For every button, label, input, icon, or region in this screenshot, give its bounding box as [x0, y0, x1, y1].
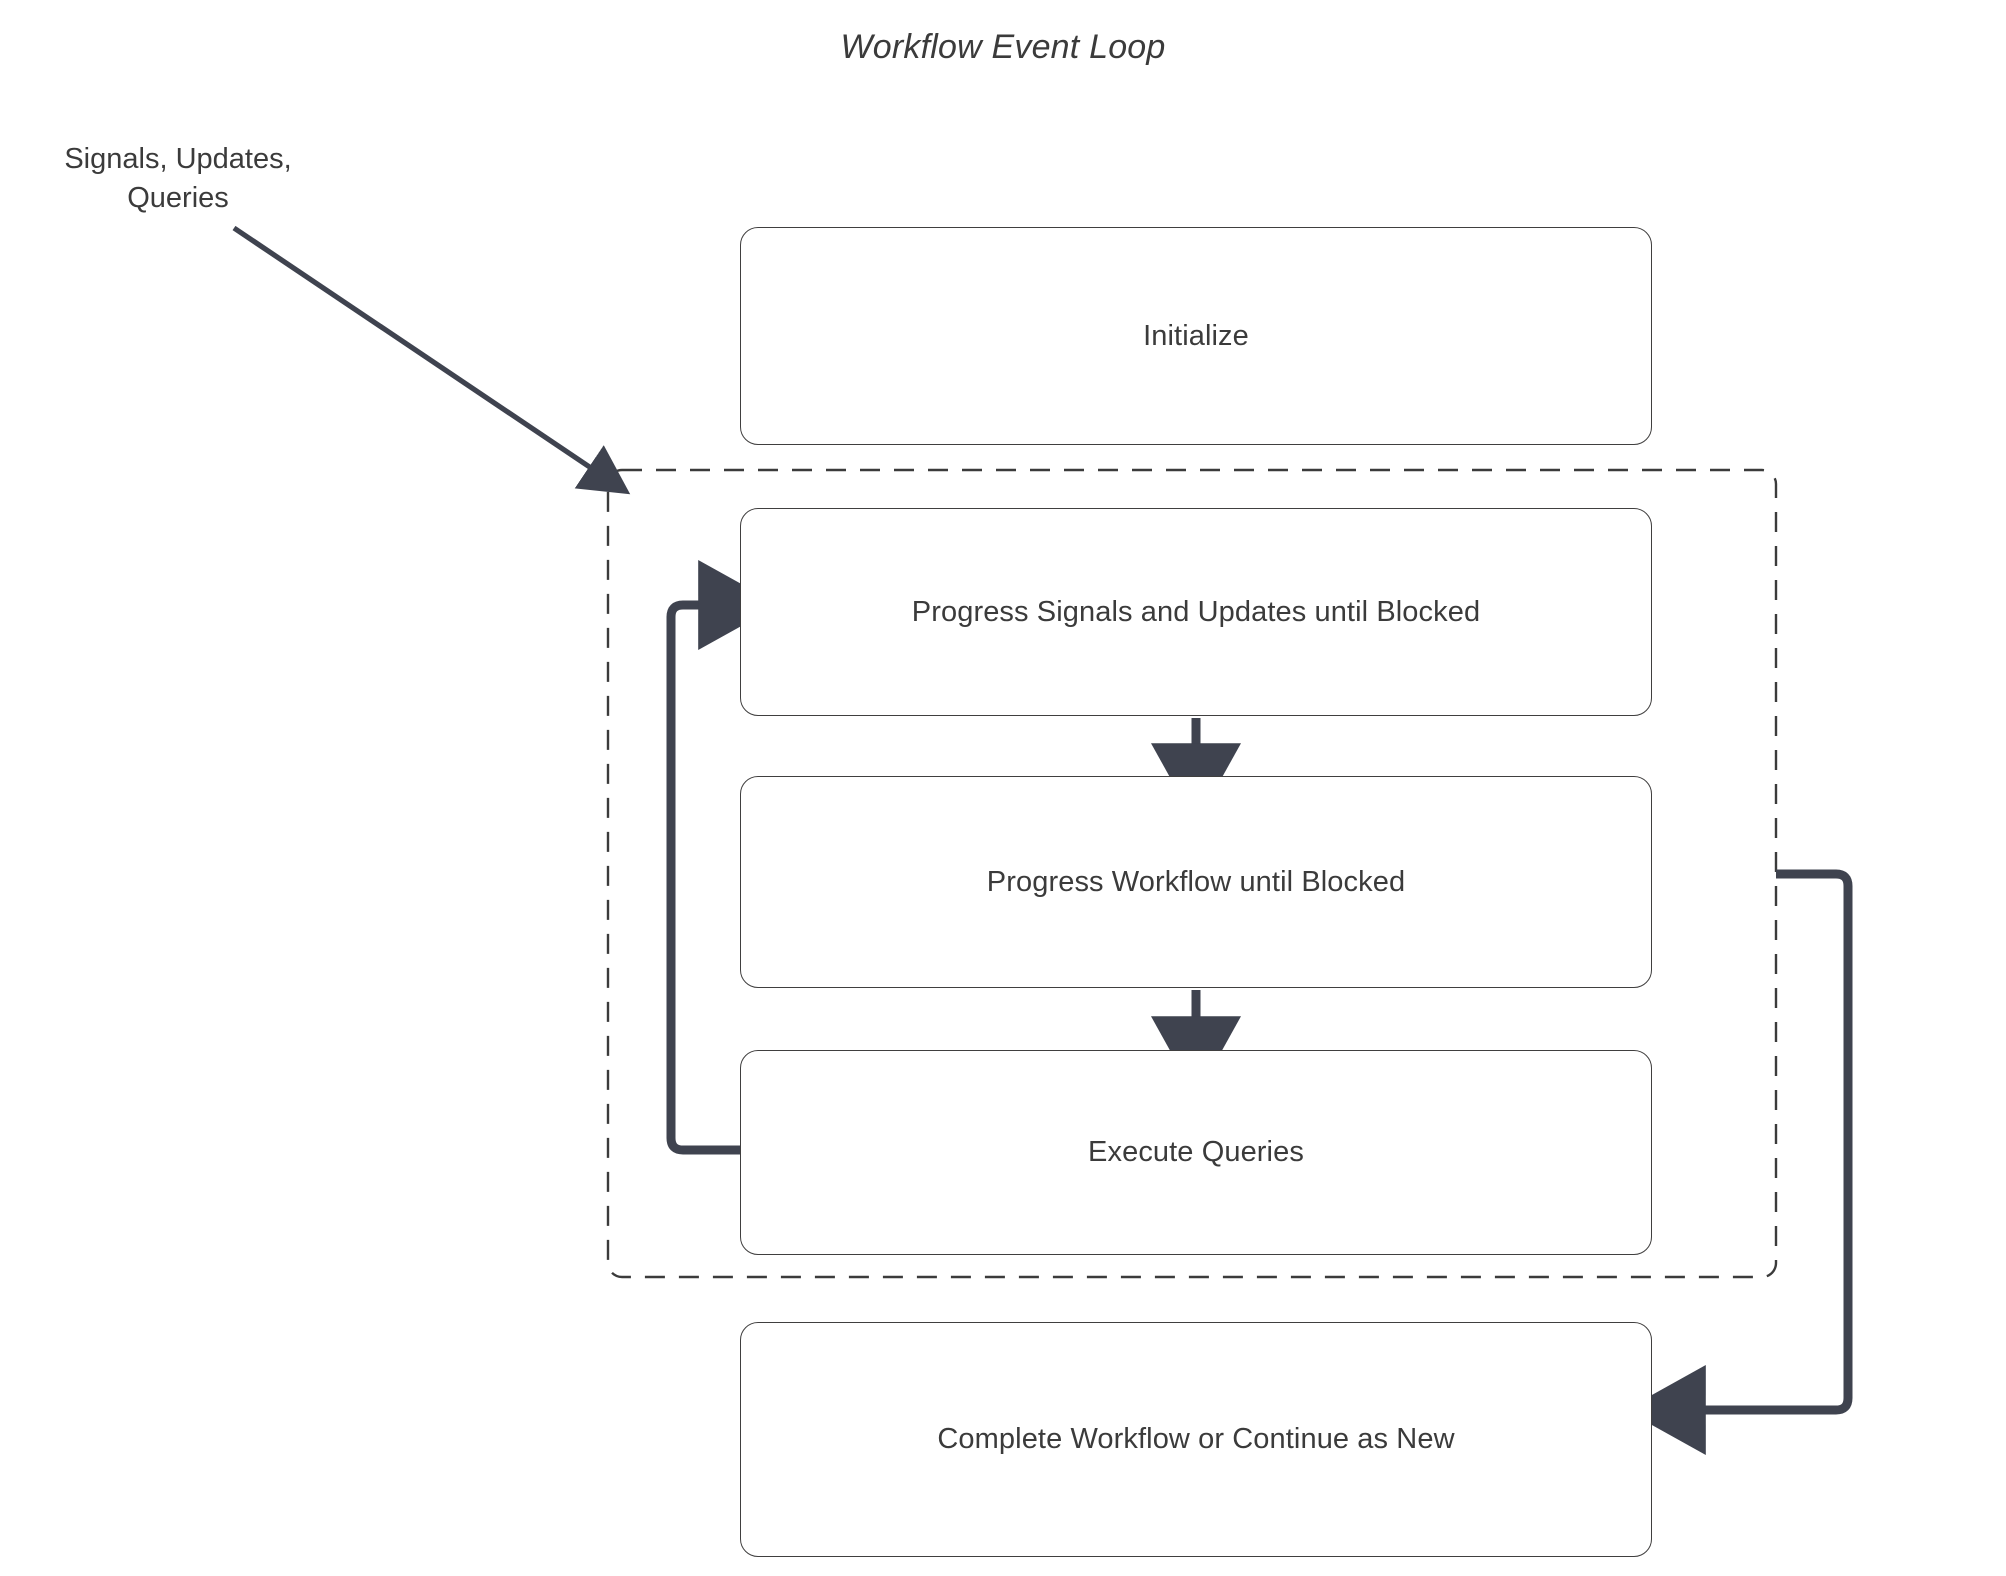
edge-loop-to-complete-workflow	[1624, 869, 1853, 1455]
node-progress-workflow-label: Progress Workflow until Blocked	[986, 865, 1406, 898]
diagram-title: Workflow Event Loop	[840, 28, 1166, 66]
node-progress-signals-and-updates-label: Progress Signals and Updates until Block…	[911, 595, 1481, 628]
external-input-label-line-2: Queries	[127, 182, 229, 215]
node-execute-queries-label: Execute Queries	[1088, 1136, 1304, 1169]
node-initialize[interactable]: Initialize	[740, 227, 1652, 445]
node-progress-workflow[interactable]: Progress Workflow until Blocked	[740, 776, 1652, 988]
node-complete-workflow-or-continue-as-new[interactable]: Complete Workflow or Continue as New	[740, 1322, 1652, 1557]
node-initialize-label: Initialize	[1143, 319, 1249, 352]
node-progress-signals-and-updates[interactable]: Progress Signals and Updates until Block…	[740, 508, 1652, 716]
external-input-label-line-1: Signals, Updates,	[64, 143, 292, 175]
edge-external-input-to-loop	[232, 225, 631, 495]
node-complete-workflow-or-continue-as-new-label: Complete Workflow or Continue as New	[937, 1423, 1455, 1456]
external-input-label: Signals, Updates, Queries	[18, 140, 338, 218]
node-execute-queries[interactable]: Execute Queries	[740, 1050, 1652, 1255]
edge-execute-queries-to-progress-signals	[666, 560, 780, 1155]
event-loop-dashed-container	[606, 468, 1778, 1279]
